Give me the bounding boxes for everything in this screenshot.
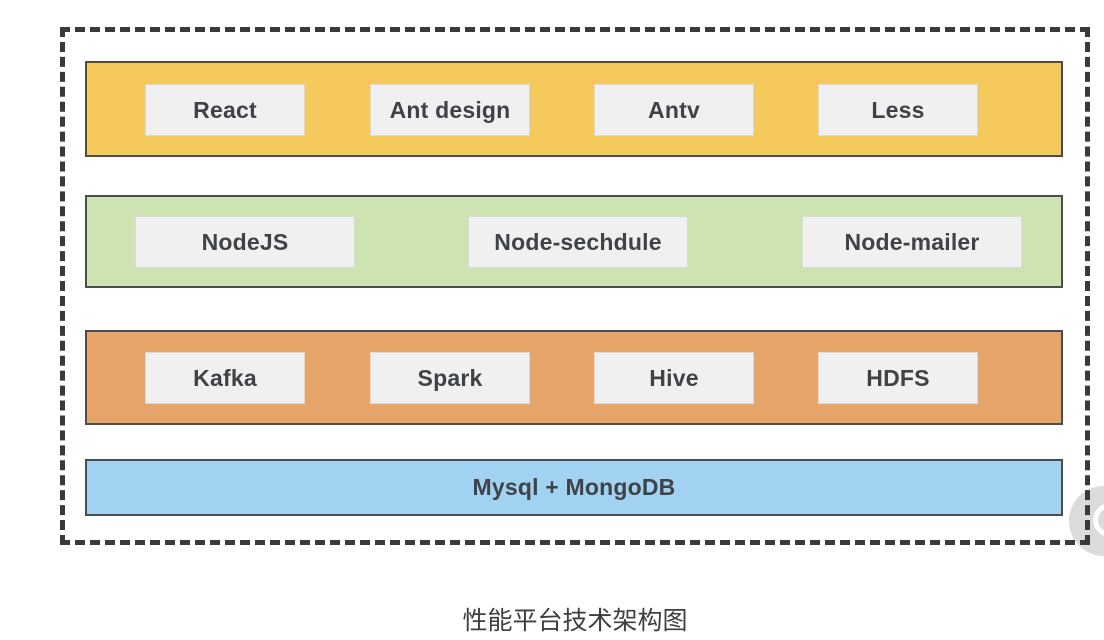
tech-box-spark: Spark <box>370 352 530 404</box>
storage-layer-label: Mysql + MongoDB <box>472 474 676 500</box>
node-layer-bar: NodeJS Node-sechdule Node-mailer <box>85 195 1063 288</box>
diagram-caption: 性能平台技术架构图 <box>462 607 688 635</box>
tech-box-nodejs: NodeJS <box>135 216 355 268</box>
diagram-dashed-border <box>60 27 1090 545</box>
tech-box-node-sechdule: Node-sechdule <box>468 216 688 268</box>
bigdata-layer-bar: Kafka Spark Hive HDFS <box>85 330 1063 425</box>
tech-box-node-mailer: Node-mailer <box>802 216 1022 268</box>
tech-box-kafka: Kafka <box>145 352 305 404</box>
storage-layer-bar: Mysql + MongoDB <box>85 459 1063 516</box>
tech-box-less: Less <box>818 84 978 136</box>
tech-box-react: React <box>145 84 305 136</box>
tech-box-antv: Antv <box>594 84 754 136</box>
tech-box-hdfs: HDFS <box>818 352 978 404</box>
tech-box-hive: Hive <box>594 352 754 404</box>
tech-box-ant-design: Ant design <box>370 84 530 136</box>
frontend-layer-bar: React Ant design Antv Less <box>85 61 1063 157</box>
